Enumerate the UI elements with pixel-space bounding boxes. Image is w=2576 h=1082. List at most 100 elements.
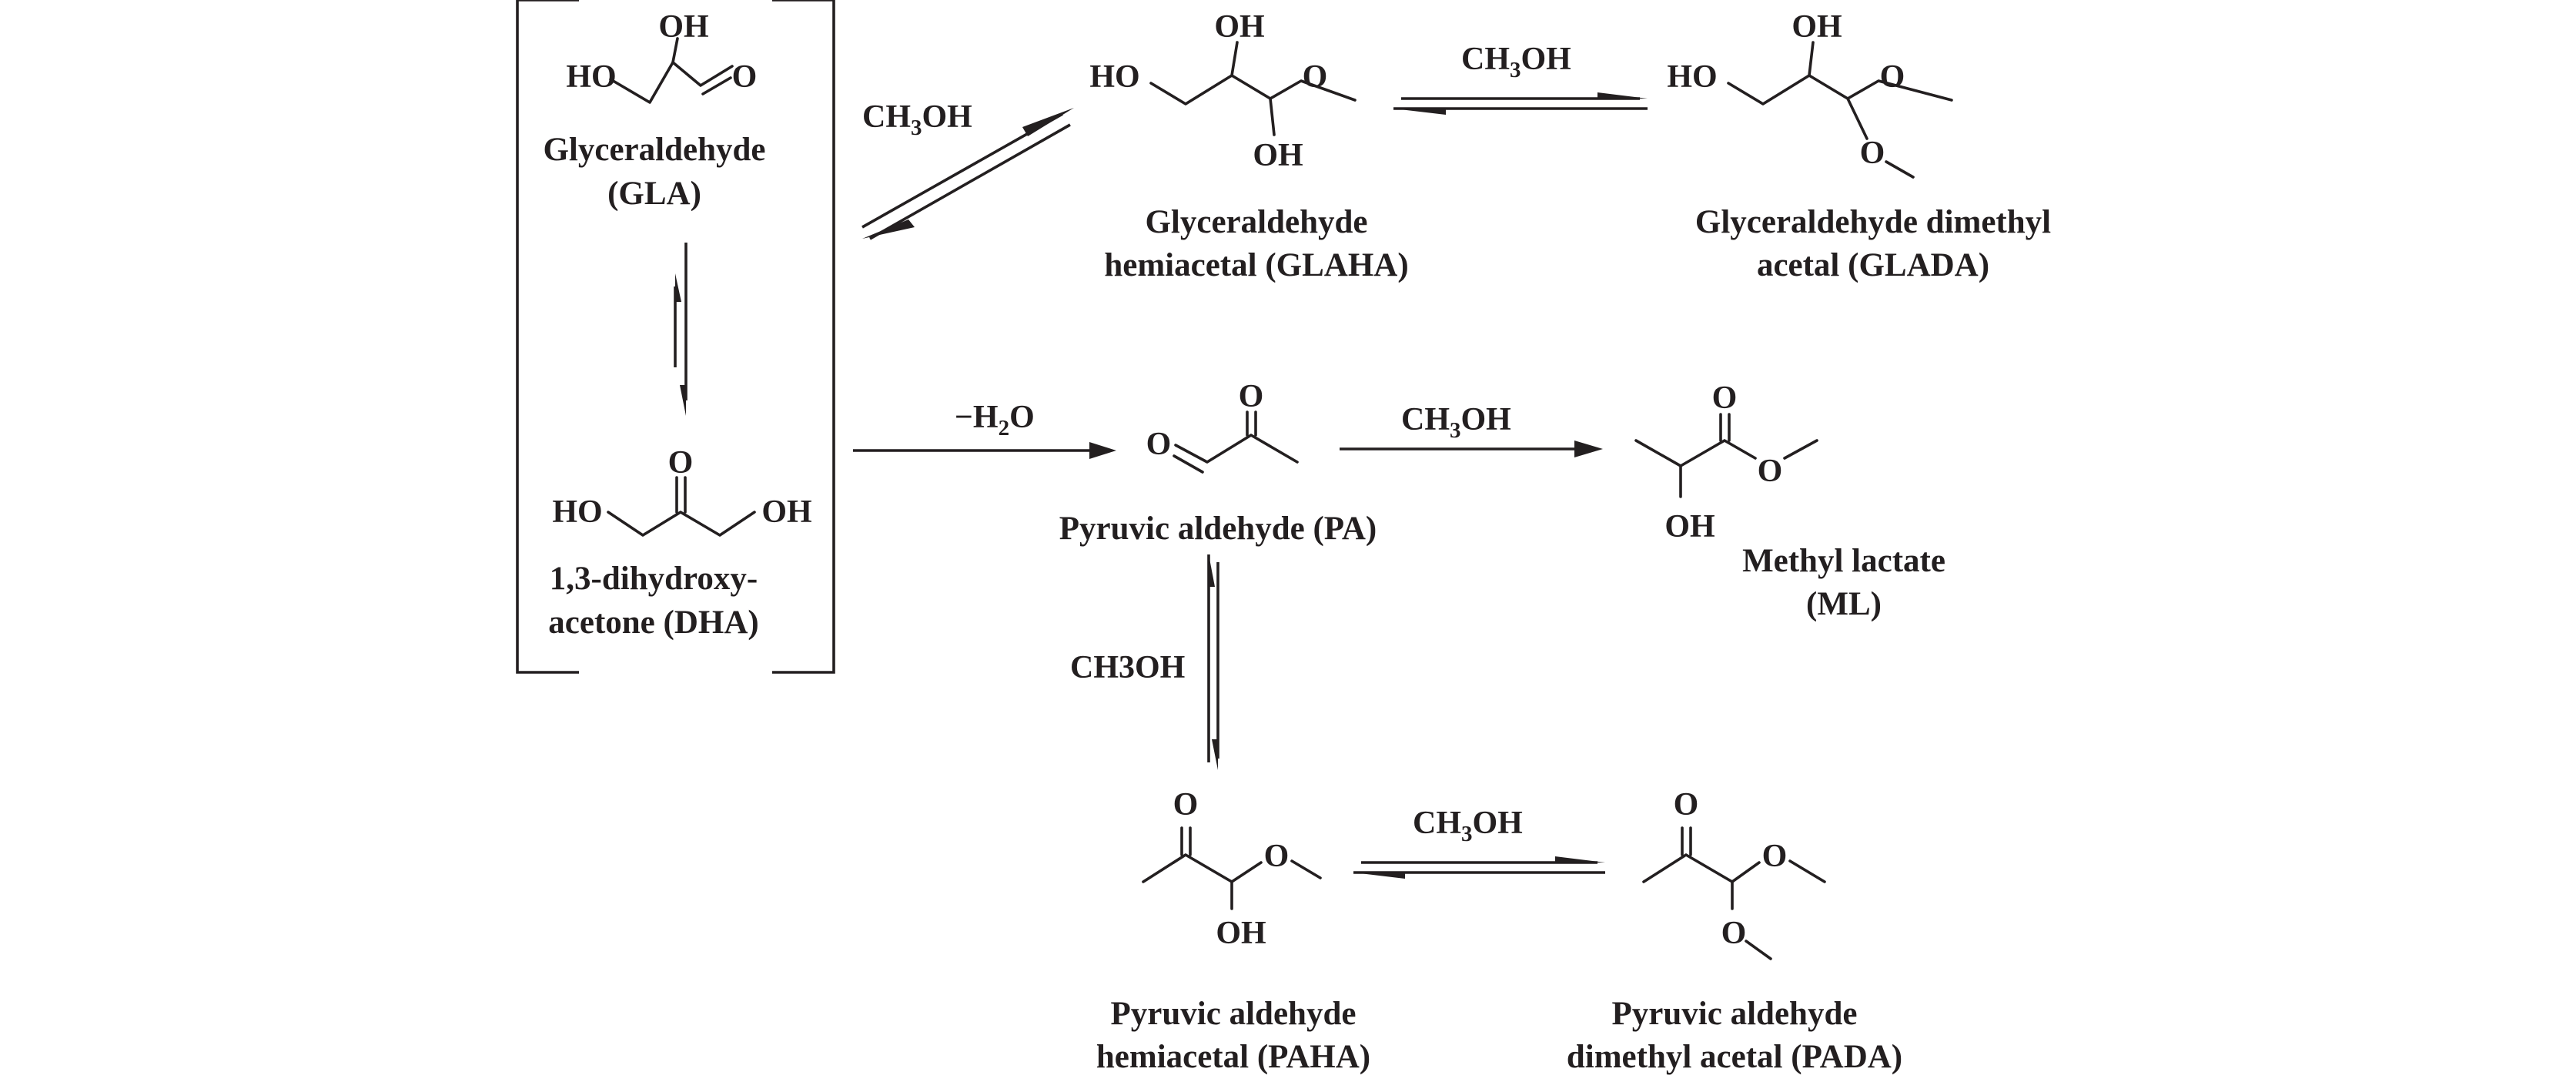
arrow-paha-to-pada-head [1555, 856, 1605, 863]
pada-name-line1: Pyruvic aldehyde [1612, 996, 1858, 1032]
pada-o-keto: O [1674, 787, 1699, 822]
glada-name-line2: acetal (GLADA) [1757, 247, 1989, 283]
pada-keto-double-bond [1681, 826, 1692, 856]
gla-dha-equilibrium-arrow [674, 243, 687, 416]
gla-skeleton [609, 61, 734, 104]
glaha-oh-bottom-bond [1269, 97, 1276, 136]
ml-o-ester: O [1758, 454, 1783, 489]
paha-name-line1: Pyruvic aldehyde [1111, 996, 1357, 1032]
arrow-pa-to-ml-head [1574, 441, 1603, 457]
condition-dha-pa: −H2O [955, 400, 1035, 441]
gla-name-line1: Glyceraldehyde [543, 132, 765, 168]
ml-name-line1: Methyl lactate [1742, 543, 1945, 579]
paha-ether-methyl [1290, 859, 1322, 879]
dha-oh-right: OH [761, 494, 811, 530]
left-bracket [516, 0, 579, 674]
arrow-gla-to-glaha-head [1022, 108, 1074, 136]
right-bracket [772, 0, 835, 674]
pada-o-ether2: O [1721, 916, 1747, 951]
pada-skeleton [1642, 853, 1761, 883]
compound-gla: OH HO O Glyceraldehyde (GLA) [543, 9, 765, 212]
glada-ether2-methyl [1885, 160, 1915, 179]
condition-gla-glaha: CH3OH [862, 99, 972, 140]
ml-carbonyl-double-bond [1719, 413, 1731, 442]
compound-paha: O O OH Pyruvic aldehyde hemiacetal (PAHA… [1096, 787, 1370, 1075]
arrow-gla-to-dha-head [680, 385, 686, 416]
ml-oh: OH [1664, 509, 1715, 544]
pa-keto-double-bond [1246, 410, 1257, 437]
arrow-glaha-to-gla-head [862, 219, 915, 239]
arrow-glaha-to-glada-head [1597, 92, 1648, 99]
compound-pada: O O O Pyruvic aldehyde dimethyl acetal (… [1567, 787, 1902, 1075]
compound-glaha: OH HO O OH Glyceraldehyde hemiacetal (GL… [1089, 9, 1408, 283]
glada-ether2-bond [1846, 97, 1868, 140]
pa-name: Pyruvic aldehyde (PA) [1059, 511, 1377, 547]
pada-ether1-methyl [1788, 859, 1826, 883]
gla-glaha-equilibrium-arrow: CH3OH [861, 99, 1074, 240]
dha-ho-left: HO [552, 494, 602, 530]
compound-ml: O O OH Methyl lactate (ML) [1634, 380, 1945, 622]
condition-pa-paha: CH3OH [1070, 650, 1185, 685]
pa-paha-equilibrium-arrow: CH3OH [1070, 554, 1219, 770]
dha-keto-double-bond [675, 476, 687, 514]
glada-ho-left: HO [1667, 59, 1717, 95]
condition-pa-ml: CH3OH [1401, 402, 1511, 443]
glaha-oh-top-bond [1230, 41, 1239, 77]
dha-o-keto: O [668, 445, 694, 481]
isomer-bracket [516, 0, 835, 674]
arrow-pada-to-paha-head [1353, 873, 1405, 879]
paha-name-line2: hemiacetal (PAHA) [1096, 1039, 1370, 1075]
gla-name-line2: (GLA) [607, 176, 701, 212]
glaha-oh-bottom: OH [1253, 138, 1303, 173]
gla-oh-bond [671, 37, 679, 64]
paha-o-ether: O [1264, 839, 1290, 874]
paha-keto-double-bond [1180, 826, 1192, 856]
pa-skeleton [1174, 434, 1299, 464]
ml-o-carbonyl: O [1712, 380, 1738, 416]
dha-name-line1: 1,3-dihydroxy- [550, 561, 758, 597]
arrow-pa-to-paha-head [1212, 739, 1218, 770]
compound-dha: O HO OH 1,3-dihydroxy- acetone (DHA) [548, 445, 811, 641]
glaha-glada-equilibrium-arrow: CH3OH [1393, 42, 1648, 115]
compound-glada: OH HO O O Glyceraldehyde dimethyl acetal… [1667, 9, 2051, 283]
glada-oh-top: OH [1791, 9, 1842, 45]
pada-ether2-methyl [1745, 940, 1772, 960]
paha-oh: OH [1216, 916, 1266, 951]
paha-skeleton [1142, 853, 1263, 883]
pa-o-keto: O [1239, 379, 1264, 414]
pada-o-ether1: O [1762, 839, 1788, 874]
gla-ho-left: HO [566, 59, 616, 95]
ml-skeleton [1634, 439, 1757, 467]
dha-name-line2: acetone (DHA) [548, 605, 758, 641]
glada-o-ether1: O [1880, 59, 1905, 95]
gla-aldehyde-double-bond [701, 76, 732, 95]
pa-aldehyde-double-bond [1173, 454, 1204, 474]
ml-ester-methyl [1783, 439, 1818, 460]
pada-name-line2: dimethyl acetal (PADA) [1567, 1039, 1902, 1075]
pa-ml-arrow: CH3OH [1340, 402, 1603, 457]
glaha-skeleton [1149, 74, 1357, 106]
dha-pa-arrow: −H2O [853, 400, 1116, 459]
glaha-name-line1: Glyceraldehyde [1145, 204, 1367, 240]
condition-paha-pada: CH3OH [1413, 806, 1523, 846]
pa-o-aldehyde: O [1146, 427, 1172, 462]
arrow-paha-to-pa-head [1209, 554, 1215, 587]
gla-oh-top: OH [658, 9, 708, 45]
glaha-ho-left: HO [1089, 59, 1139, 95]
condition-glaha-glada: CH3OH [1461, 42, 1571, 82]
glada-name-line1: Glyceraldehyde dimethyl [1695, 204, 2051, 240]
compound-pa: O O Pyruvic aldehyde (PA) [1059, 379, 1377, 547]
glada-skeleton [1727, 74, 1953, 106]
gla-o-aldehyde: O [732, 59, 758, 95]
glaha-o-ether: O [1303, 59, 1328, 95]
glada-o-ether2: O [1860, 136, 1885, 171]
glaha-name-line2: hemiacetal (GLAHA) [1104, 247, 1408, 283]
ml-name-line2: (ML) [1806, 586, 1882, 622]
paha-pada-equilibrium-arrow: CH3OH [1353, 806, 1605, 879]
arrow-glaha-to-gla-shaft [869, 123, 1071, 240]
dha-skeleton [607, 511, 756, 537]
paha-o-keto: O [1173, 787, 1199, 822]
glada-oh-top-bond [1808, 41, 1815, 77]
glaha-oh-top: OH [1214, 9, 1264, 45]
